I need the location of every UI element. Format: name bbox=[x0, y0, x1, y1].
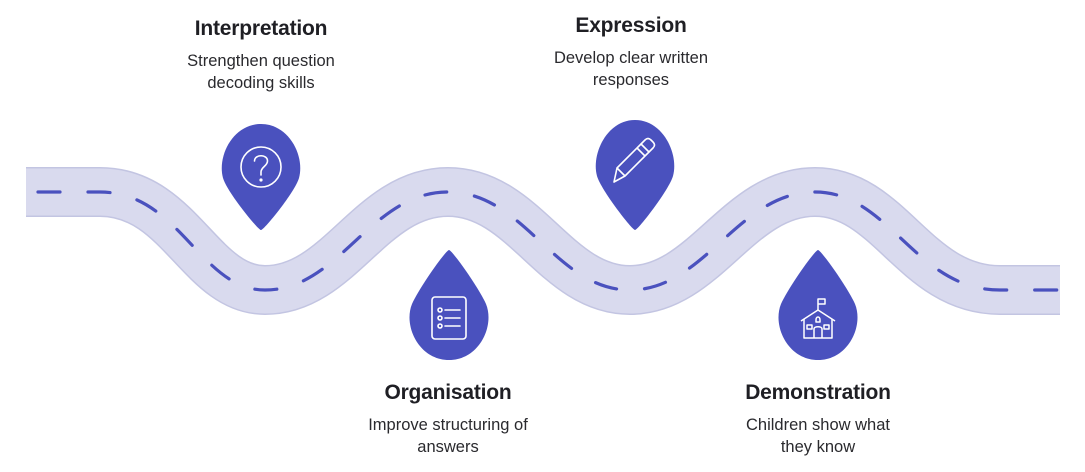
milestone-title: Interpretation bbox=[194, 17, 328, 40]
checklist-icon bbox=[431, 296, 467, 340]
drop-pointing-up bbox=[409, 250, 489, 360]
milestone-demonstration: Demonstration Children show what they kn… bbox=[708, 380, 928, 458]
road-surface bbox=[26, 168, 1060, 314]
milestone-organisation: Organisation Improve structuring of answ… bbox=[338, 380, 558, 458]
milestone-title: Expression bbox=[575, 14, 687, 37]
school-house-icon bbox=[800, 298, 836, 339]
description-line: Develop clear written bbox=[553, 49, 709, 67]
milestone-marker-demonstration bbox=[778, 250, 858, 360]
description-line: Children show what bbox=[746, 416, 890, 434]
milestone-title: Demonstration bbox=[745, 381, 891, 404]
pin-pointing-down bbox=[595, 120, 675, 230]
description-line: responses bbox=[592, 71, 670, 89]
milestone-interpretation: Interpretation Strengthen question decod… bbox=[155, 16, 367, 94]
description-line: Improve structuring of bbox=[368, 416, 528, 434]
description-line: Strengthen question bbox=[187, 52, 335, 70]
milestone-marker-interpretation bbox=[221, 124, 301, 230]
milestone-marker-expression bbox=[595, 120, 675, 230]
milestone-description: Strengthen question decoding skills bbox=[155, 50, 367, 94]
description-line: they know bbox=[780, 438, 856, 456]
milestone-title: Organisation bbox=[384, 381, 512, 404]
description-line: answers bbox=[417, 438, 479, 456]
milestone-marker-organisation bbox=[409, 250, 489, 360]
pin-pointing-down bbox=[221, 124, 301, 230]
milestone-description: Improve structuring of answers bbox=[338, 414, 558, 458]
question-circle-icon bbox=[240, 146, 282, 188]
pencil-icon bbox=[613, 137, 656, 183]
milestone-expression: Expression Develop clear written respons… bbox=[520, 13, 742, 91]
description-line: decoding skills bbox=[207, 74, 315, 92]
milestone-description: Children show what they know bbox=[708, 414, 928, 458]
milestone-description: Develop clear written responses bbox=[520, 47, 742, 91]
road bbox=[24, 167, 1062, 315]
